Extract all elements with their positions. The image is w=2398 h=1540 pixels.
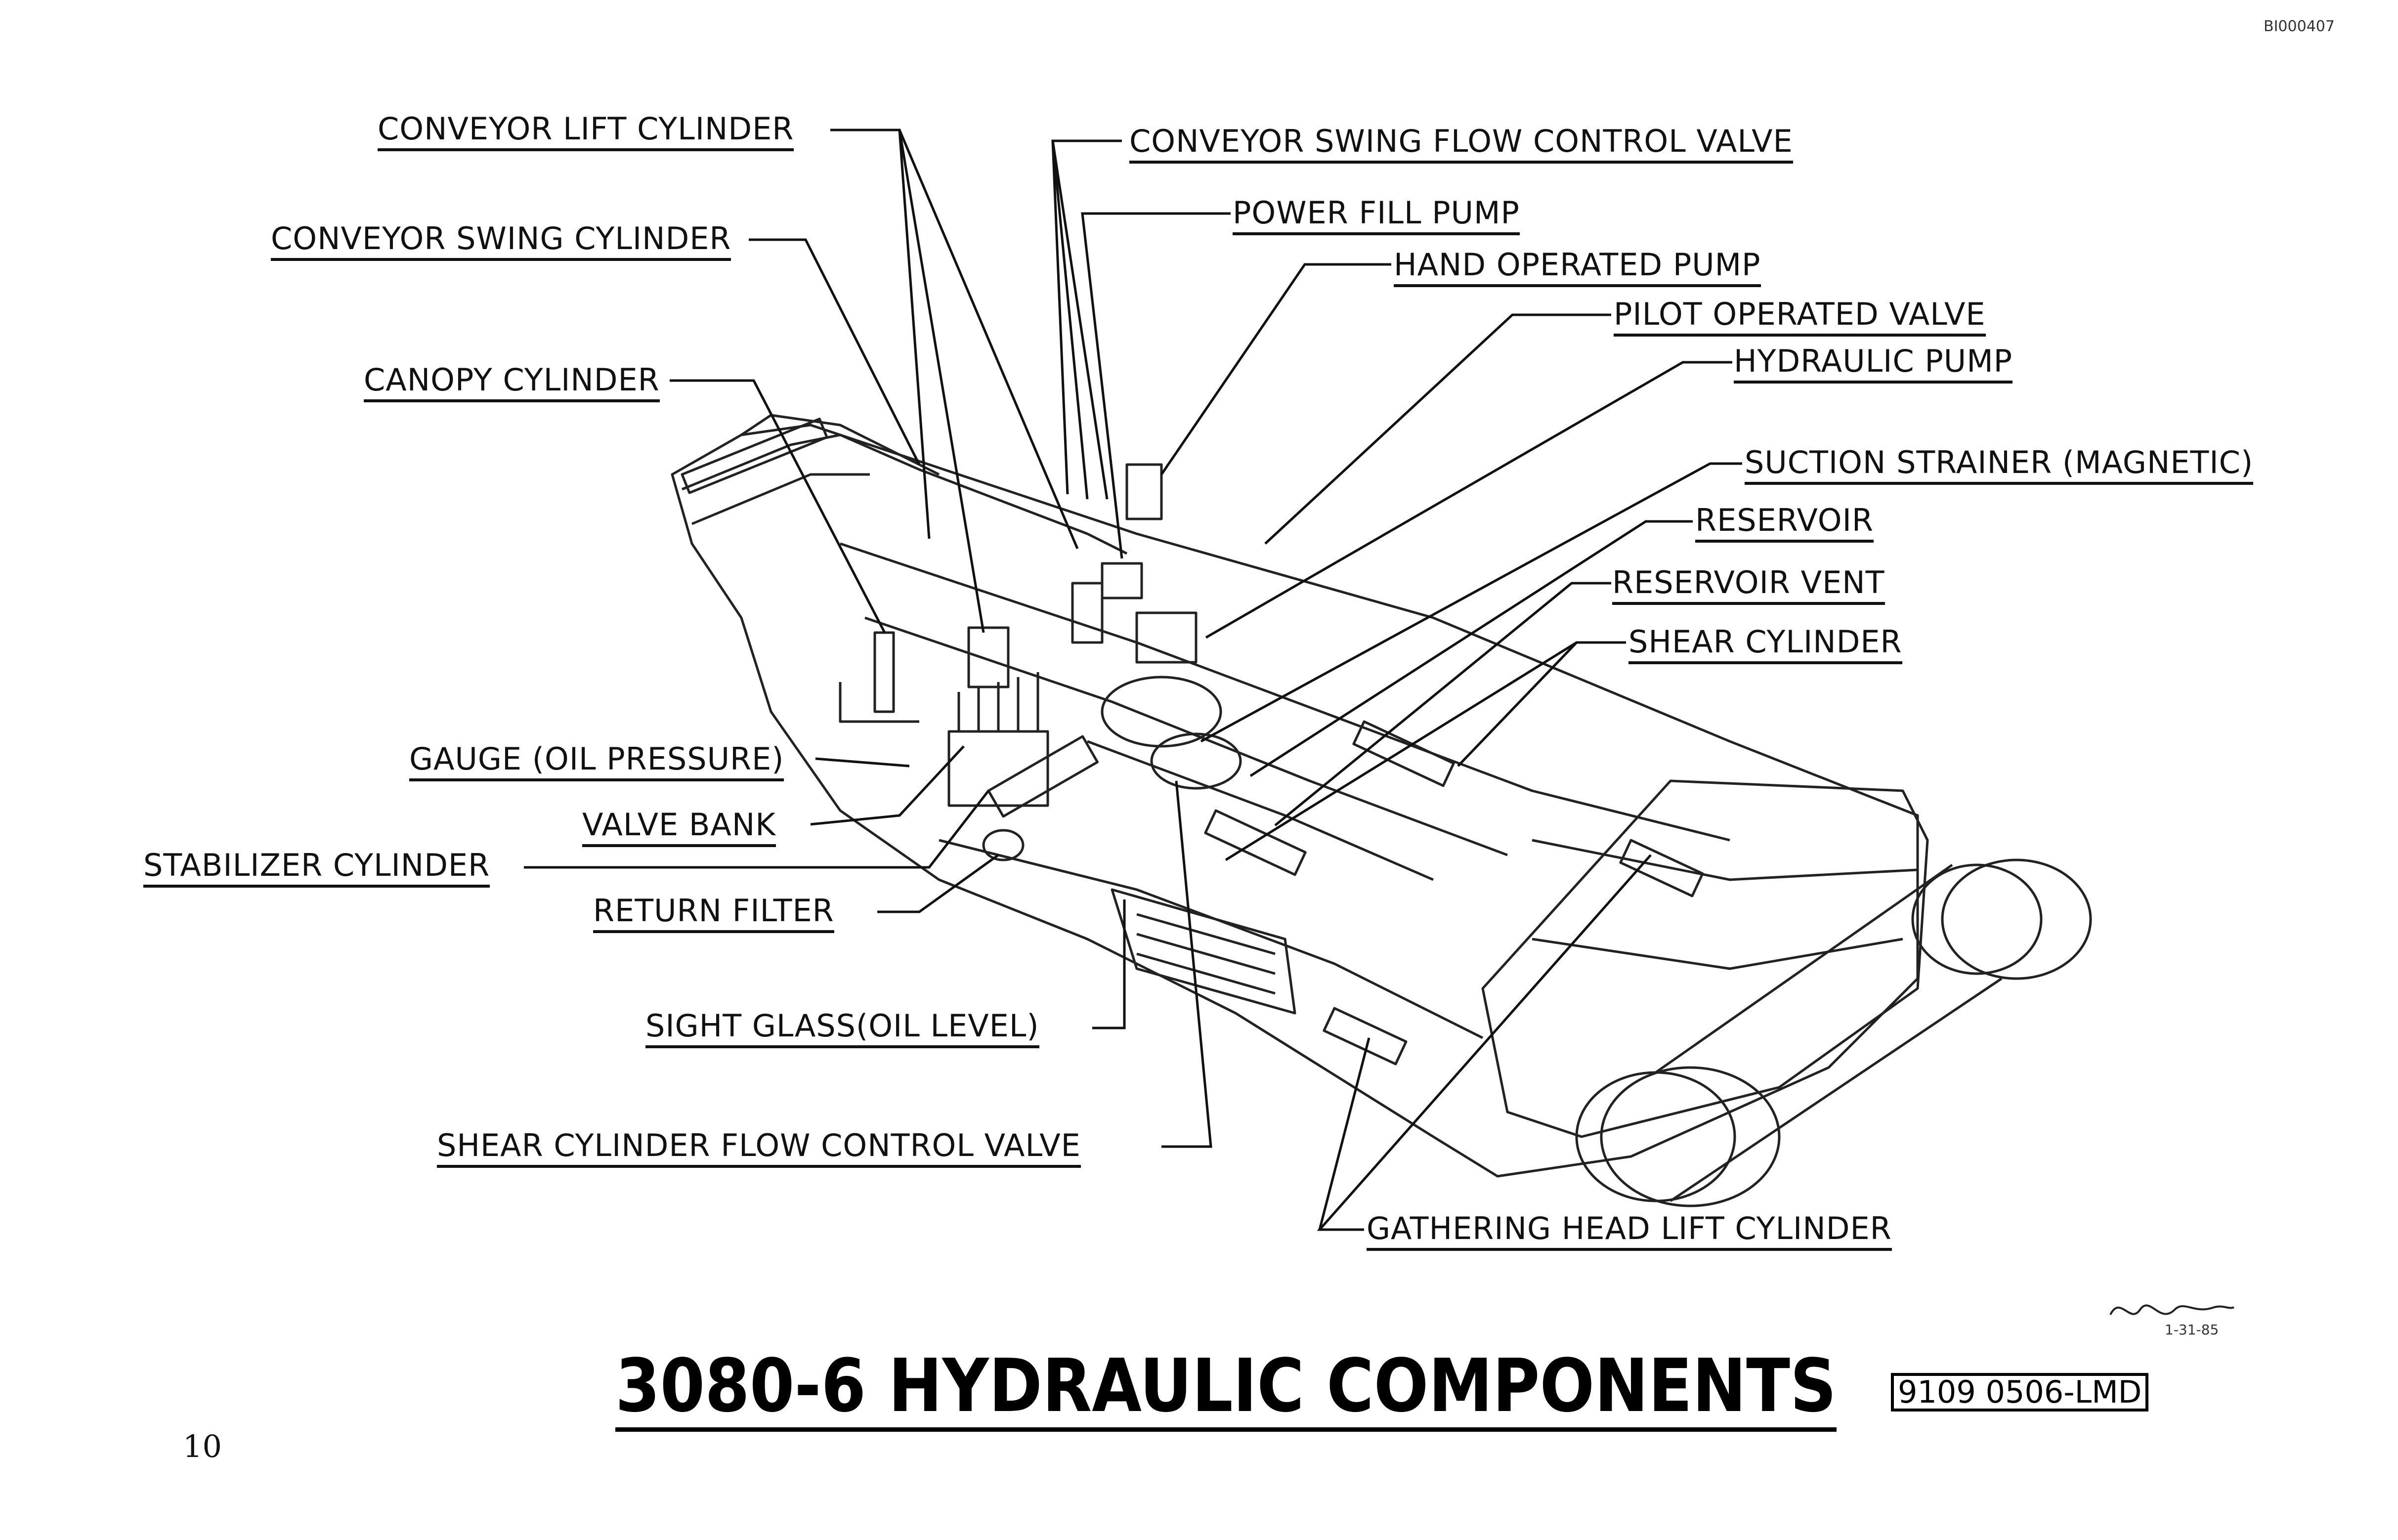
reservoir-plate	[1101, 676, 1222, 748]
cutter-drum-left	[1600, 1066, 1781, 1207]
label-shear-cylinder-flow-control-valve: SHEAR CYLINDER FLOW CONTROL VALVE	[437, 1130, 1081, 1168]
chassis-outline	[671, 424, 1919, 1178]
signature-date: 1-31-85	[2165, 1322, 2219, 1338]
label-shear-cylinder: SHEAR CYLINDER	[1628, 627, 1902, 664]
power-fill-pump	[1101, 562, 1143, 599]
label-sight-glass: SIGHT GLASS(OIL LEVEL)	[645, 1011, 1039, 1048]
label-suction-strainer: SUCTION STRAINER (MAGNETIC)	[1745, 447, 2254, 485]
return-filter-shape	[987, 735, 1099, 818]
label-valve-bank: VALVE BANK	[582, 810, 776, 847]
label-gauge-oil-pressure: GAUGE (OIL PRESSURE)	[409, 744, 784, 781]
hydraulic-pump	[1135, 611, 1198, 664]
conveyor-boom	[682, 433, 1128, 555]
label-power-fill-pump: POWER FILL PUMP	[1233, 198, 1520, 235]
conveyor-lift-cylinder-shape	[967, 626, 1010, 688]
label-hydraulic-pump: HYDRAULIC PUMP	[1734, 346, 2013, 384]
label-gathering-head-lift-cylinder: GATHERING HEAD LIFT CYLINDER	[1367, 1213, 1892, 1251]
shear-cylinder-shape	[1352, 720, 1455, 787]
page-number: 10	[183, 1428, 222, 1464]
label-canopy-cylinder: CANOPY CYLINDER	[364, 365, 660, 402]
label-reservoir-vent: RESERVOIR VENT	[1612, 567, 1885, 605]
document-code: BI000407	[2264, 18, 2335, 35]
label-conveyor-lift-cylinder: CONVEYOR LIFT CYLINDER	[378, 114, 794, 151]
label-conveyor-swing-flow-control-valve: CONVEYOR SWING FLOW CONTROL VALVE	[1129, 126, 1793, 164]
label-hand-operated-pump: HAND OPERATED PUMP	[1394, 250, 1761, 287]
hand-pump	[1125, 463, 1163, 520]
label-return-filter: RETURN FILTER	[593, 896, 834, 933]
cutter-drum-right	[1941, 858, 2092, 980]
gathering-cylinder-shape	[1619, 839, 1704, 898]
label-stabilizer-cylinder: STABILIZER CYLINDER	[143, 850, 490, 888]
label-conveyor-swing-cylinder: CONVEYOR SWING CYLINDER	[271, 223, 731, 261]
label-pilot-operated-valve: PILOT OPERATED VALVE	[1614, 299, 1986, 337]
drawing-number: 9109 0506-LMD	[1891, 1373, 2149, 1412]
label-reservoir: RESERVOIR	[1695, 505, 1874, 543]
gathering-head	[1481, 779, 1929, 1138]
page-title: 3080-6 HYDRAULIC COMPONENTS	[615, 1349, 1837, 1432]
